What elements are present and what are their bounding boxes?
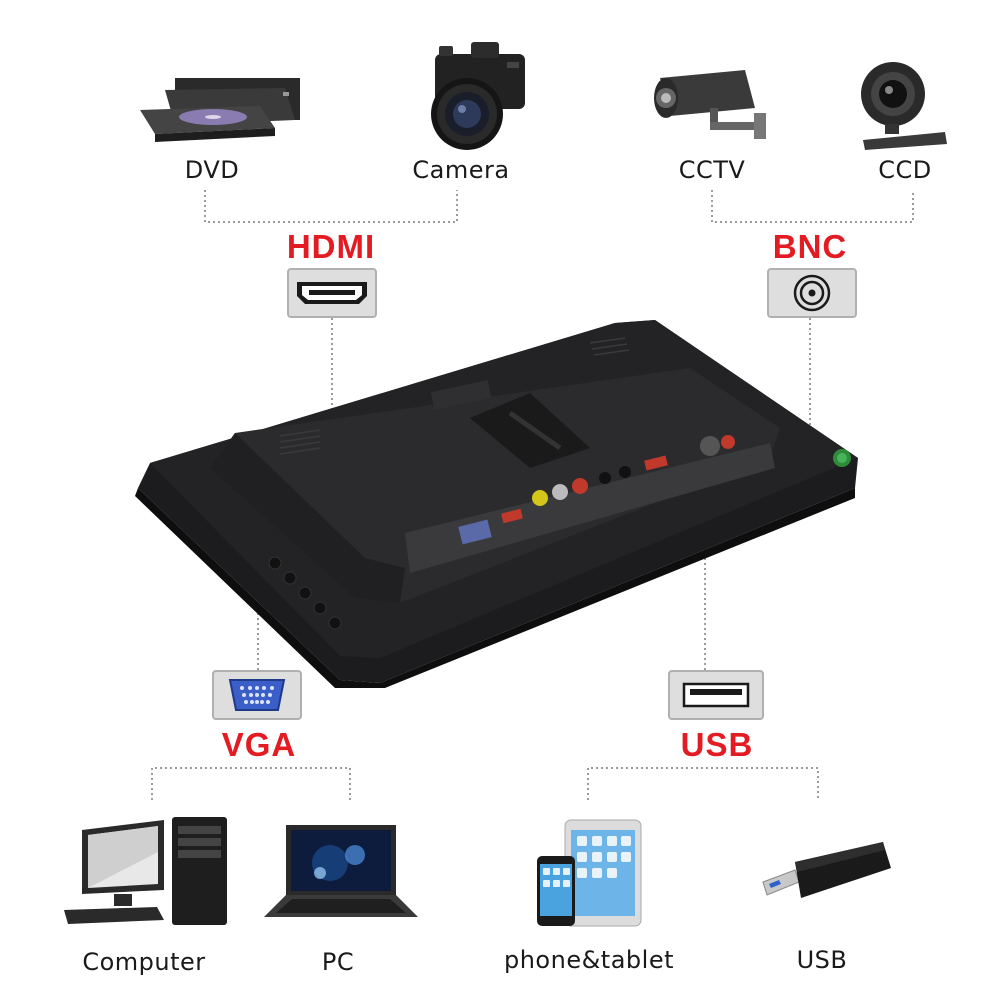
usb-port-icon	[682, 682, 750, 708]
device-label-usb: USB	[796, 946, 848, 974]
device-label-camera: Camera	[412, 156, 510, 184]
usb-stick-icon	[762, 842, 891, 898]
vga-port-icon	[228, 679, 286, 711]
device-label-dvd: DVD	[184, 156, 240, 184]
device-label-pc: PC	[321, 948, 355, 976]
port-title-hdmi: HDMI	[286, 228, 376, 265]
camera-icon	[431, 42, 525, 150]
bnc-port-box	[767, 268, 857, 318]
webcam-icon	[861, 62, 947, 150]
usb-port-box	[668, 670, 764, 720]
monitor-illustration	[135, 320, 858, 688]
desktop-computer-icon	[64, 817, 227, 925]
device-label-ccd: CCD	[878, 156, 932, 184]
phone-tablet-icon	[537, 819, 642, 927]
device-label-computer: Computer	[82, 948, 206, 976]
hdmi-port-icon	[297, 282, 367, 304]
port-title-usb: USB	[680, 726, 754, 763]
dvd-drive-icon	[140, 78, 300, 142]
cctv-camera-icon	[654, 70, 766, 139]
bnc-port-icon	[793, 274, 831, 312]
device-label-cctv: CCTV	[678, 156, 746, 184]
port-title-bnc: BNC	[772, 228, 848, 265]
port-title-vga: VGA	[221, 726, 297, 763]
device-label-phone-tablet: phone&tablet	[503, 946, 674, 974]
laptop-icon	[264, 825, 418, 917]
hdmi-port-box	[287, 268, 377, 318]
vga-port-box	[212, 670, 302, 720]
